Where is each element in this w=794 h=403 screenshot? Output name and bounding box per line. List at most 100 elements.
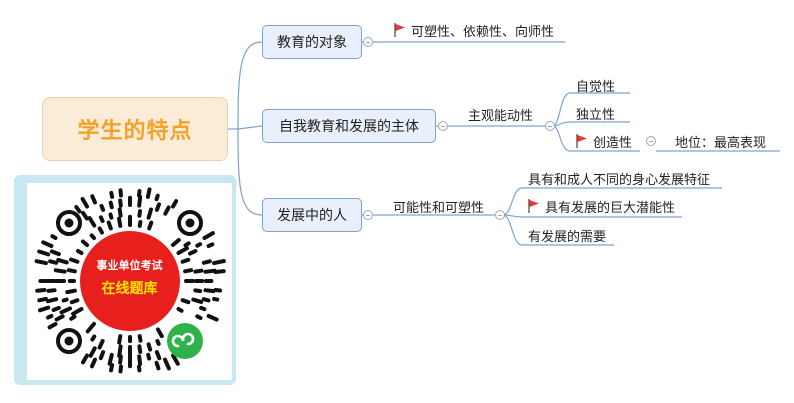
- qr-dot: [98, 350, 106, 361]
- collapse-toggle-icon[interactable]: [545, 121, 555, 131]
- qr-dot: [118, 354, 123, 365]
- qr-dot: [176, 246, 189, 255]
- qr-eye-bottom-left: [56, 328, 82, 354]
- qr-dot: [213, 288, 223, 293]
- qr-dot: [49, 249, 61, 257]
- collapse-toggle-icon[interactable]: [646, 136, 656, 146]
- leaf-node-plasticity-dependency[interactable]: 可塑性、依赖性、向师性: [394, 21, 555, 40]
- leaf-label: 独立性: [576, 107, 616, 123]
- sub-node-possibility-plasticity[interactable]: 可能性和可塑性: [393, 197, 485, 216]
- qr-dot: [201, 297, 211, 303]
- qr-dot: [65, 288, 77, 295]
- qr-dot: [34, 259, 48, 266]
- sub-node-label: 主观能动性: [468, 108, 534, 124]
- qr-dot: [108, 212, 114, 220]
- qr-dot: [97, 226, 104, 235]
- qr-dot: [137, 189, 142, 198]
- qr-dot: [154, 360, 161, 371]
- qr-code-graphic: [34, 187, 226, 374]
- qr-dot: [51, 305, 61, 312]
- qr-dot: [90, 357, 97, 369]
- qr-dot: [180, 257, 191, 264]
- flag-icon: [394, 23, 406, 37]
- root-node[interactable]: 学生的特点: [42, 97, 228, 161]
- qr-dot: [106, 220, 113, 231]
- qr-dot: [71, 307, 84, 316]
- collapse-toggle-icon[interactable]: [495, 210, 505, 220]
- qr-dot: [154, 193, 160, 202]
- qr-dot: [117, 207, 123, 218]
- branch-node-self-education-subject[interactable]: 自我教育和发展的主体: [262, 109, 436, 143]
- qr-dot: [201, 259, 212, 265]
- leaf-label: 有发展的需要: [528, 229, 607, 245]
- qr-dot: [156, 327, 164, 339]
- qr-dot: [107, 352, 114, 366]
- qr-dot: [61, 297, 69, 303]
- qr-dot: [90, 334, 97, 342]
- qr-dot: [45, 314, 54, 320]
- qr-dot: [137, 334, 143, 343]
- qr-code[interactable]: 事业单位考试 在线题库: [27, 183, 232, 380]
- qr-title-line1: 事业单位考试: [96, 259, 163, 272]
- qr-dot: [35, 288, 47, 293]
- qr-dot: [212, 296, 220, 302]
- leaf-node-creativity[interactable]: 创造性: [576, 132, 633, 151]
- qr-dot: [47, 322, 58, 330]
- leaf-node-great-potential[interactable]: 具有发展的巨大潜能性: [528, 197, 675, 216]
- qr-dot: [171, 353, 180, 366]
- qr-dot: [213, 269, 226, 274]
- leaf-node-different-characteristics[interactable]: 具有和成人不同的身心发展特征: [528, 169, 710, 188]
- qr-dot: [137, 354, 143, 366]
- qr-dot: [87, 216, 97, 228]
- leaf-node-independence[interactable]: 独立性: [576, 104, 616, 123]
- qr-dot: [81, 211, 89, 221]
- collapse-toggle-icon[interactable]: [363, 210, 373, 220]
- qr-dot: [183, 241, 191, 248]
- qr-dot: [37, 249, 51, 257]
- qr-dot: [183, 268, 194, 274]
- qr-dot: [69, 298, 80, 305]
- qr-dot: [195, 242, 203, 248]
- sub-node-subjective-initiative[interactable]: 主观能动性: [468, 105, 534, 124]
- qr-dot: [195, 314, 203, 320]
- leaf-label: 创造性: [593, 135, 633, 151]
- qr-dot: [154, 202, 161, 212]
- collapse-toggle-icon[interactable]: [363, 37, 373, 47]
- qr-dot: [212, 259, 226, 266]
- branch-node-developing-person[interactable]: 发展中的人: [262, 198, 362, 232]
- qr-dot: [137, 194, 143, 208]
- leaf-node-status-highest[interactable]: 地位：最高表现: [675, 132, 766, 151]
- qr-dot: [98, 215, 105, 223]
- qr-dot: [203, 268, 217, 274]
- qr-dot: [37, 296, 48, 303]
- branch-node-education-object[interactable]: 教育的对象: [262, 25, 362, 59]
- qr-dot: [163, 357, 171, 371]
- qr-dot: [193, 268, 204, 274]
- qr-dot: [37, 305, 51, 313]
- qr-dot: [206, 314, 219, 322]
- qr-eye-top-left: [56, 210, 82, 236]
- qr-dot: [146, 342, 153, 352]
- qr-dot: [66, 268, 77, 274]
- qr-dot: [99, 203, 106, 212]
- qr-dot: [137, 220, 143, 228]
- qr-title-line2: 在线题库: [101, 281, 158, 297]
- qr-dot: [147, 220, 154, 231]
- qr-dot: [41, 240, 54, 248]
- leaf-node-consciousness[interactable]: 自觉性: [576, 76, 616, 95]
- leaf-node-development-needs[interactable]: 有发展的需要: [528, 226, 607, 245]
- qr-dot: [118, 188, 123, 198]
- flag-icon: [528, 199, 540, 213]
- sub-node-label: 可能性和可塑性: [393, 200, 485, 216]
- qr-dot: [90, 194, 97, 205]
- qr-dot: [69, 314, 77, 321]
- leaf-label: 自觉性: [576, 79, 616, 95]
- qr-dot: [53, 268, 67, 274]
- qr-dot: [170, 238, 181, 247]
- qr-dot: [117, 216, 123, 228]
- flag-icon: [576, 134, 588, 148]
- collapse-toggle-icon[interactable]: [438, 121, 448, 131]
- leaf-label: 可塑性、依赖性、向师性: [411, 24, 555, 40]
- qr-dot: [117, 344, 123, 358]
- qr-dot: [50, 234, 58, 240]
